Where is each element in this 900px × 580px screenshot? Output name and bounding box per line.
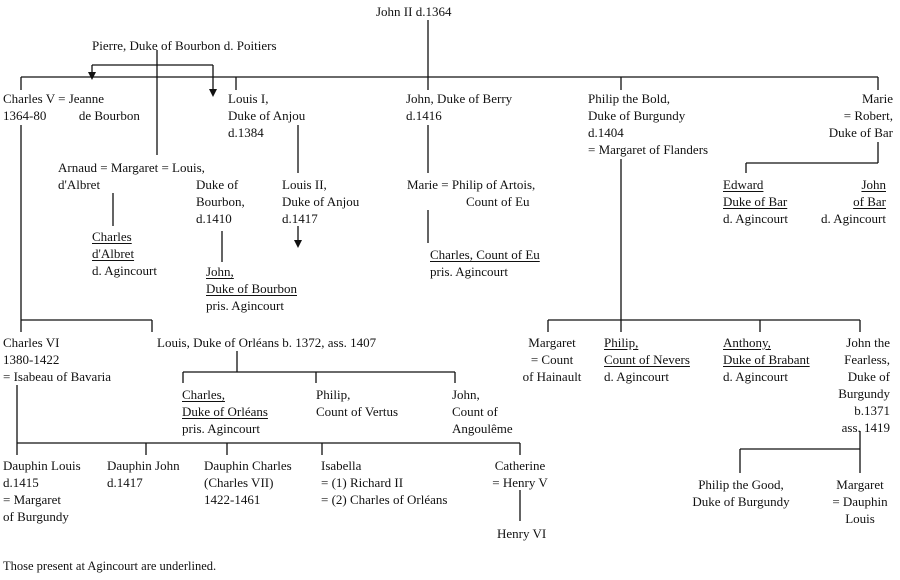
node-arnaud-margaret-louis: Arnaud = Margaret = Louis,d'Albret [58,160,205,192]
footnote: Those present at Agincourt are underline… [3,559,217,573]
node-louis-orleans: Louis, Duke of Orléans b. 1372, ass. 140… [157,335,377,350]
node-anthony-brabant: Anthony,Duke of Brabant d. Agincourt [723,335,810,384]
node-henry-vi: Henry VI [497,526,547,541]
node-philip-the-good: Philip the Good,Duke of Burgundy [692,477,790,509]
node-charles-v: Charles V = Jeanne 1364-80 de Bourbon [3,90,140,124]
node-pierre-bourbon: Pierre, Duke of Bourbon d. Poitiers [92,38,277,53]
node-marie-bar: Marie= Robert,Duke of Bar [828,91,893,140]
charles-v-line-2: 1364-80 de Bourbon [3,108,140,123]
charles-v-line-1: Charles V = Jeanne [3,91,105,106]
node-marie-artois: Marie = Philip of Artois, Count of Eu [407,177,536,209]
node-catherine: Catherine= Henry V [492,458,548,490]
arrowhead-jeanne [88,72,96,80]
node-john-bourbon: John,Duke of Bourbon pris. Agincourt [206,264,297,313]
node-dauphin-charles: Dauphin Charles(Charles VII)1422-1461 [204,458,292,507]
node-charles-orleans: Charles,Duke of Orléans pris. Agincourt [182,387,268,436]
arrowhead-louis-bourbon [209,89,217,97]
arrowhead-anjou [294,240,302,248]
node-philip-the-bold: Philip the Bold,Duke of Burgundy d.1404=… [588,91,709,157]
node-philip-vertus: Philip,Count of Vertus [316,387,399,419]
node-philip-nevers: Philip,Count of Nevers d. Agincourt [604,335,690,384]
node-isabella: Isabella= (1) Richard II= (2) Charles of… [321,458,448,507]
node-john-ii: John II d.1364 [376,4,452,19]
